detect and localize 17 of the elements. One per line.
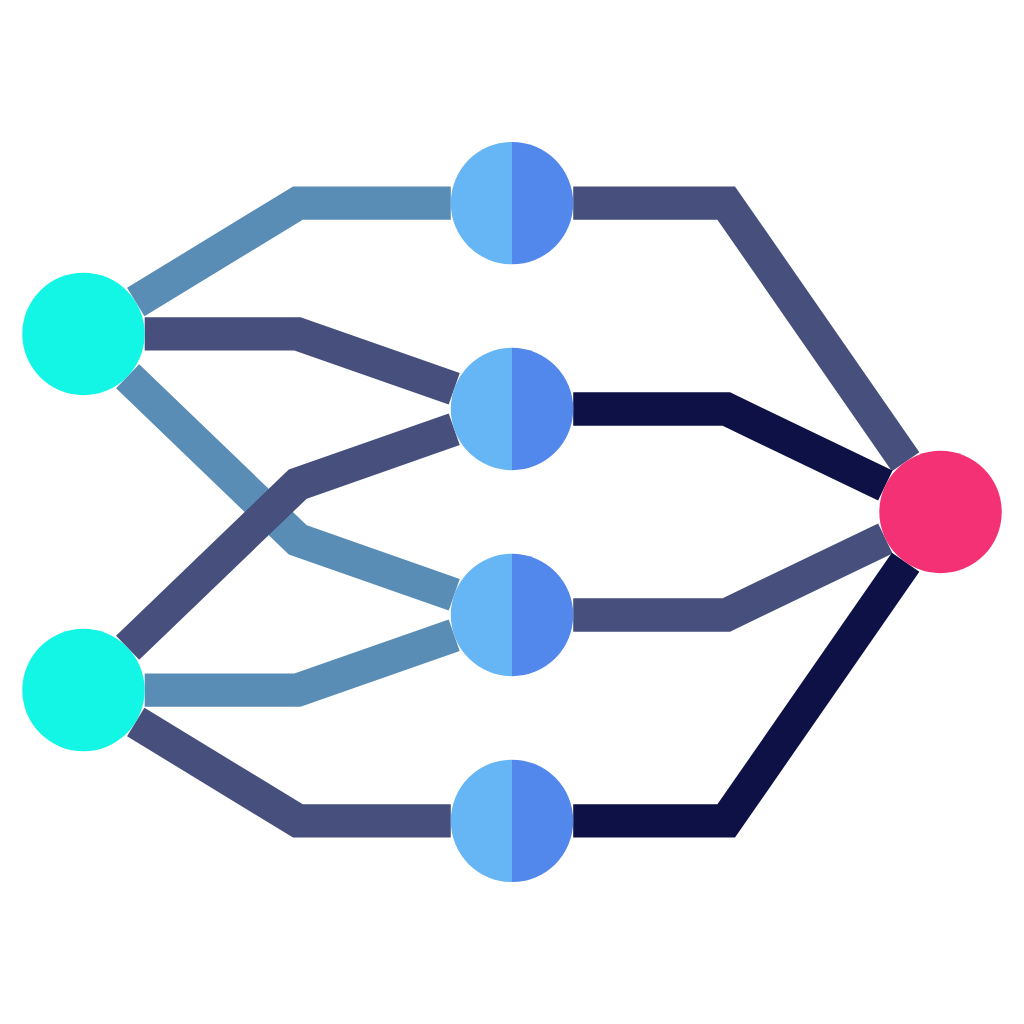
node-circle	[450, 759, 574, 883]
node-circle	[22, 628, 145, 752]
connector	[573, 523, 893, 632]
node-circle	[22, 272, 145, 396]
node-circle	[450, 347, 574, 471]
node-circle	[879, 450, 1002, 574]
connector	[573, 552, 920, 838]
connector	[116, 364, 460, 611]
connector	[127, 707, 451, 838]
connector	[144, 317, 460, 405]
node-circle	[450, 141, 574, 265]
connector	[573, 392, 893, 501]
connector	[116, 413, 460, 660]
connector	[144, 619, 460, 707]
node-circle	[450, 553, 574, 677]
connector	[573, 186, 920, 472]
connector	[127, 186, 451, 317]
